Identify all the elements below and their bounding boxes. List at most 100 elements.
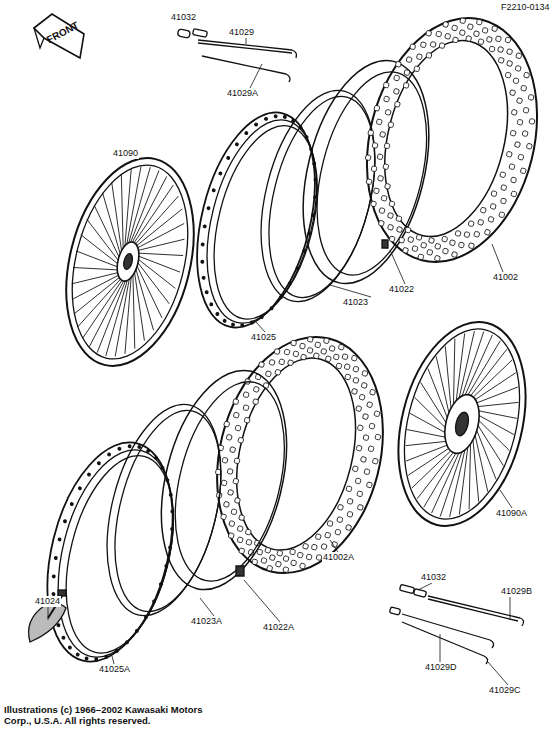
tread-knob bbox=[521, 85, 527, 91]
tread-knob bbox=[388, 122, 394, 128]
tread-knob bbox=[418, 254, 424, 260]
tread-knob bbox=[443, 21, 449, 27]
spoke-hole bbox=[314, 178, 317, 181]
tread-knob bbox=[265, 371, 271, 377]
tread-knob bbox=[228, 533, 234, 539]
callout-number: 41032 bbox=[420, 572, 447, 583]
tread-knob bbox=[265, 547, 271, 553]
valve bbox=[236, 566, 244, 576]
tread-knob bbox=[482, 27, 488, 33]
spoke bbox=[72, 261, 120, 294]
spoke-hole bbox=[270, 307, 273, 310]
spoke-hole bbox=[161, 466, 164, 469]
tread-knob bbox=[371, 166, 377, 172]
spoke-hole bbox=[308, 232, 311, 235]
spoke bbox=[432, 446, 461, 517]
tread-knob bbox=[357, 491, 363, 497]
tread-knob bbox=[303, 543, 309, 549]
tread-knob bbox=[244, 417, 250, 423]
tread-knob bbox=[403, 82, 409, 88]
spoke bbox=[407, 413, 449, 433]
tread-knob bbox=[269, 359, 275, 365]
spoke bbox=[424, 445, 458, 512]
tread-knob bbox=[252, 559, 258, 565]
spoke-hole bbox=[105, 655, 108, 658]
spoke bbox=[468, 343, 507, 405]
tread-knob bbox=[353, 377, 359, 383]
tread-knob bbox=[228, 489, 234, 495]
tread-knob bbox=[362, 370, 368, 376]
tread-knob bbox=[420, 42, 426, 48]
tread-knob bbox=[442, 248, 448, 254]
tread-knob bbox=[451, 252, 457, 258]
drawing-code: F2210-0134 bbox=[500, 2, 551, 13]
tread-knob bbox=[439, 43, 445, 49]
spoke-hole bbox=[283, 115, 286, 118]
spoke bbox=[461, 330, 484, 402]
spoke bbox=[136, 244, 183, 264]
tread-knob bbox=[245, 529, 251, 535]
spoke-hole bbox=[159, 583, 162, 586]
callout-number: 41022A bbox=[262, 622, 295, 633]
spoke bbox=[474, 414, 516, 434]
spoke bbox=[407, 428, 447, 440]
leader-lines bbox=[246, 38, 503, 332]
spoke-hole bbox=[144, 616, 147, 619]
tread-knob bbox=[315, 534, 321, 540]
tread-knob bbox=[323, 338, 329, 344]
tread-knob bbox=[366, 482, 372, 488]
tread-knob bbox=[518, 154, 524, 160]
spoke-hole bbox=[201, 260, 204, 263]
tread-knob bbox=[517, 119, 523, 125]
tread-knob bbox=[351, 355, 357, 361]
tread-knob bbox=[510, 130, 516, 136]
tire bbox=[192, 319, 406, 591]
callout-number: 41029 bbox=[228, 27, 255, 38]
spoke-hole bbox=[95, 658, 98, 661]
spoke-hole bbox=[147, 449, 150, 452]
tread-knob bbox=[243, 392, 249, 398]
tread-knob bbox=[383, 164, 389, 170]
tread-knob bbox=[234, 497, 240, 503]
spoke-hole bbox=[70, 502, 73, 505]
tread-knob bbox=[380, 131, 386, 137]
spoke-hole bbox=[171, 527, 174, 530]
tread-knob bbox=[335, 529, 341, 535]
tread-knob bbox=[442, 236, 448, 242]
tread-knob bbox=[399, 237, 405, 243]
spoke-hole bbox=[288, 282, 291, 285]
tread-knob bbox=[528, 94, 534, 100]
spoke bbox=[73, 259, 120, 279]
tread-knob bbox=[229, 521, 235, 527]
tread-knob bbox=[426, 52, 432, 58]
spoke bbox=[78, 269, 123, 335]
spoke bbox=[132, 258, 180, 288]
tread-knob bbox=[269, 555, 275, 561]
tread-knob bbox=[368, 130, 374, 136]
tread-knob bbox=[288, 360, 294, 366]
tread-knob bbox=[428, 237, 434, 243]
front-wheel-assembly bbox=[46, 145, 214, 380]
tread-knob bbox=[500, 172, 506, 178]
callout-number: 41022 bbox=[388, 284, 415, 295]
spoke-hole bbox=[128, 445, 131, 448]
tread-knob bbox=[468, 243, 474, 249]
spoke bbox=[75, 251, 121, 268]
tube bbox=[282, 47, 450, 296]
spoke-hole bbox=[138, 445, 141, 448]
spoke-hole bbox=[210, 303, 213, 306]
tread-knob bbox=[421, 242, 427, 248]
tread-knob bbox=[223, 501, 229, 507]
copyright-note: Illustrations (c) 1966–2002 Kawasaki Mot… bbox=[3, 704, 210, 726]
spoke-hole bbox=[85, 657, 88, 660]
spoke-hole bbox=[115, 649, 118, 652]
callout-number: 41090A bbox=[495, 508, 528, 519]
tube bbox=[141, 357, 308, 602]
spoke bbox=[463, 332, 492, 403]
spoke-hole bbox=[314, 195, 317, 198]
tread-knob bbox=[338, 344, 344, 350]
tread-knob bbox=[337, 517, 343, 523]
tread-knob bbox=[468, 221, 474, 227]
tread-knob bbox=[396, 216, 402, 222]
tread-knob bbox=[274, 348, 280, 354]
